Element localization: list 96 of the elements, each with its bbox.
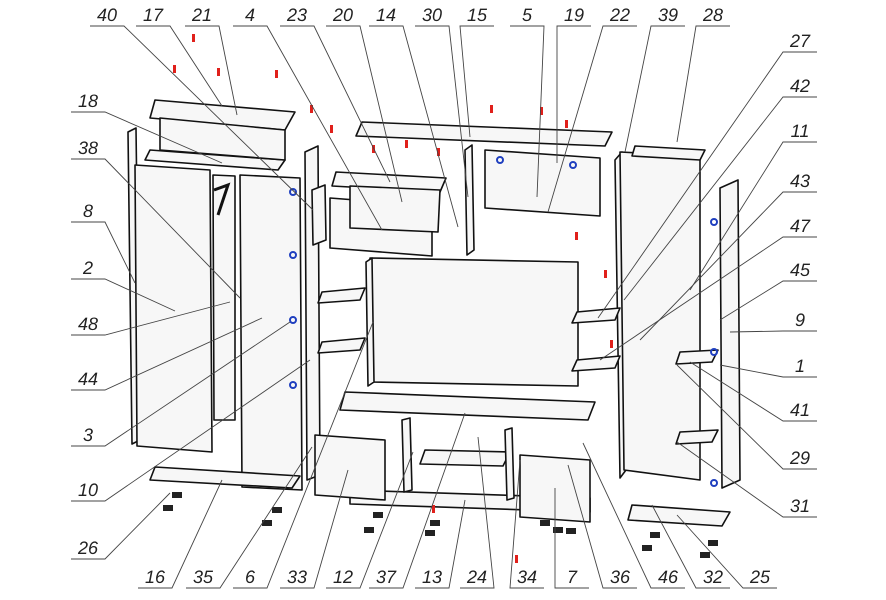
leader-line	[70, 278, 176, 312]
leader-line	[600, 236, 818, 360]
leader-line	[676, 514, 778, 588]
callout-number: 7	[555, 566, 589, 588]
callout-number: 44	[71, 368, 105, 390]
callout-number: 42	[783, 75, 817, 97]
leader-line	[460, 436, 494, 588]
callout-number: 19	[557, 4, 591, 26]
leader-line	[70, 158, 240, 298]
leader-line	[70, 112, 222, 164]
callout-number: 45	[783, 259, 817, 281]
callout-number: 32	[696, 566, 730, 588]
callout-number: 34	[510, 566, 544, 588]
callout-number: 8	[71, 200, 105, 222]
callout-number: 1	[783, 355, 817, 377]
callout-number: 23	[280, 4, 314, 26]
callout-number: 16	[138, 566, 172, 588]
leader-line	[70, 492, 170, 560]
leader-line	[232, 26, 382, 230]
callout-number: 46	[651, 566, 685, 588]
callout-number: 10	[71, 479, 105, 501]
callout-number: 33	[280, 566, 314, 588]
leader-line	[690, 142, 818, 290]
callout-number: 30	[415, 4, 449, 26]
callout-number: 18	[71, 90, 105, 112]
callout-number: 5	[510, 4, 544, 26]
leader-line	[70, 222, 136, 284]
leader-line	[720, 280, 818, 320]
leader-line	[730, 330, 818, 332]
leader-line	[624, 26, 686, 152]
callout-number: 9	[783, 309, 817, 331]
callout-number: 26	[71, 537, 105, 559]
leader-line	[676, 442, 818, 518]
leader-line	[624, 96, 818, 300]
callout-number: 6	[233, 566, 267, 588]
leader-line	[598, 52, 818, 318]
callout-number: 4	[233, 4, 267, 26]
leader-line	[138, 480, 222, 588]
leader-line	[510, 26, 544, 198]
leader-line	[368, 412, 466, 588]
leader-line	[556, 26, 592, 164]
leader-line	[70, 360, 310, 502]
callout-number: 35	[186, 566, 220, 588]
callout-number: 40	[90, 4, 124, 26]
callout-number: 37	[369, 566, 403, 588]
leader-line	[582, 442, 686, 588]
leader-line	[186, 446, 312, 588]
leader-line	[460, 26, 494, 138]
leader-line	[326, 452, 414, 588]
callout-number: 39	[651, 4, 685, 26]
leader-line	[414, 26, 468, 198]
leader-line	[510, 460, 544, 588]
callout-number: 15	[460, 4, 494, 26]
leader-line	[690, 362, 818, 422]
leader-line	[232, 322, 374, 588]
leader-line	[676, 26, 730, 142]
leader-line	[368, 26, 458, 228]
callout-number: 2	[71, 257, 105, 279]
leader-line	[720, 364, 818, 378]
leader-line	[184, 26, 238, 116]
callout-number: 29	[783, 447, 817, 469]
leader-line	[676, 364, 818, 470]
callout-number: 21	[185, 4, 219, 26]
callout-number: 36	[603, 566, 637, 588]
callout-number: 28	[696, 4, 730, 26]
callout-number: 38	[71, 137, 105, 159]
callout-number: 41	[783, 399, 817, 421]
leader-line	[280, 26, 390, 182]
leader-line	[70, 302, 230, 336]
leader-line	[640, 192, 818, 340]
callout-number: 24	[460, 566, 494, 588]
callout-number: 13	[415, 566, 449, 588]
leader-line	[70, 322, 290, 446]
leader-line	[554, 488, 590, 588]
leader-line	[548, 26, 638, 212]
leader-line	[568, 464, 638, 588]
callout-number: 22	[603, 4, 637, 26]
callout-number: 48	[71, 313, 105, 335]
callout-number: 14	[369, 4, 403, 26]
leader-line	[326, 26, 402, 202]
leader-line	[414, 500, 466, 588]
leader-line	[652, 504, 730, 588]
callout-number: 3	[71, 424, 105, 446]
callout-number: 31	[783, 495, 817, 517]
callout-number: 25	[743, 566, 777, 588]
callout-number: 20	[326, 4, 360, 26]
leader-line	[136, 26, 222, 106]
leader-line	[70, 318, 262, 390]
callout-number: 12	[326, 566, 360, 588]
callout-number: 11	[783, 120, 817, 142]
leader-line	[90, 26, 314, 210]
callout-number: 47	[783, 215, 817, 237]
callout-number: 43	[783, 170, 817, 192]
callout-number: 27	[783, 30, 817, 52]
callout-number: 17	[136, 4, 170, 26]
leader-line	[280, 470, 348, 588]
